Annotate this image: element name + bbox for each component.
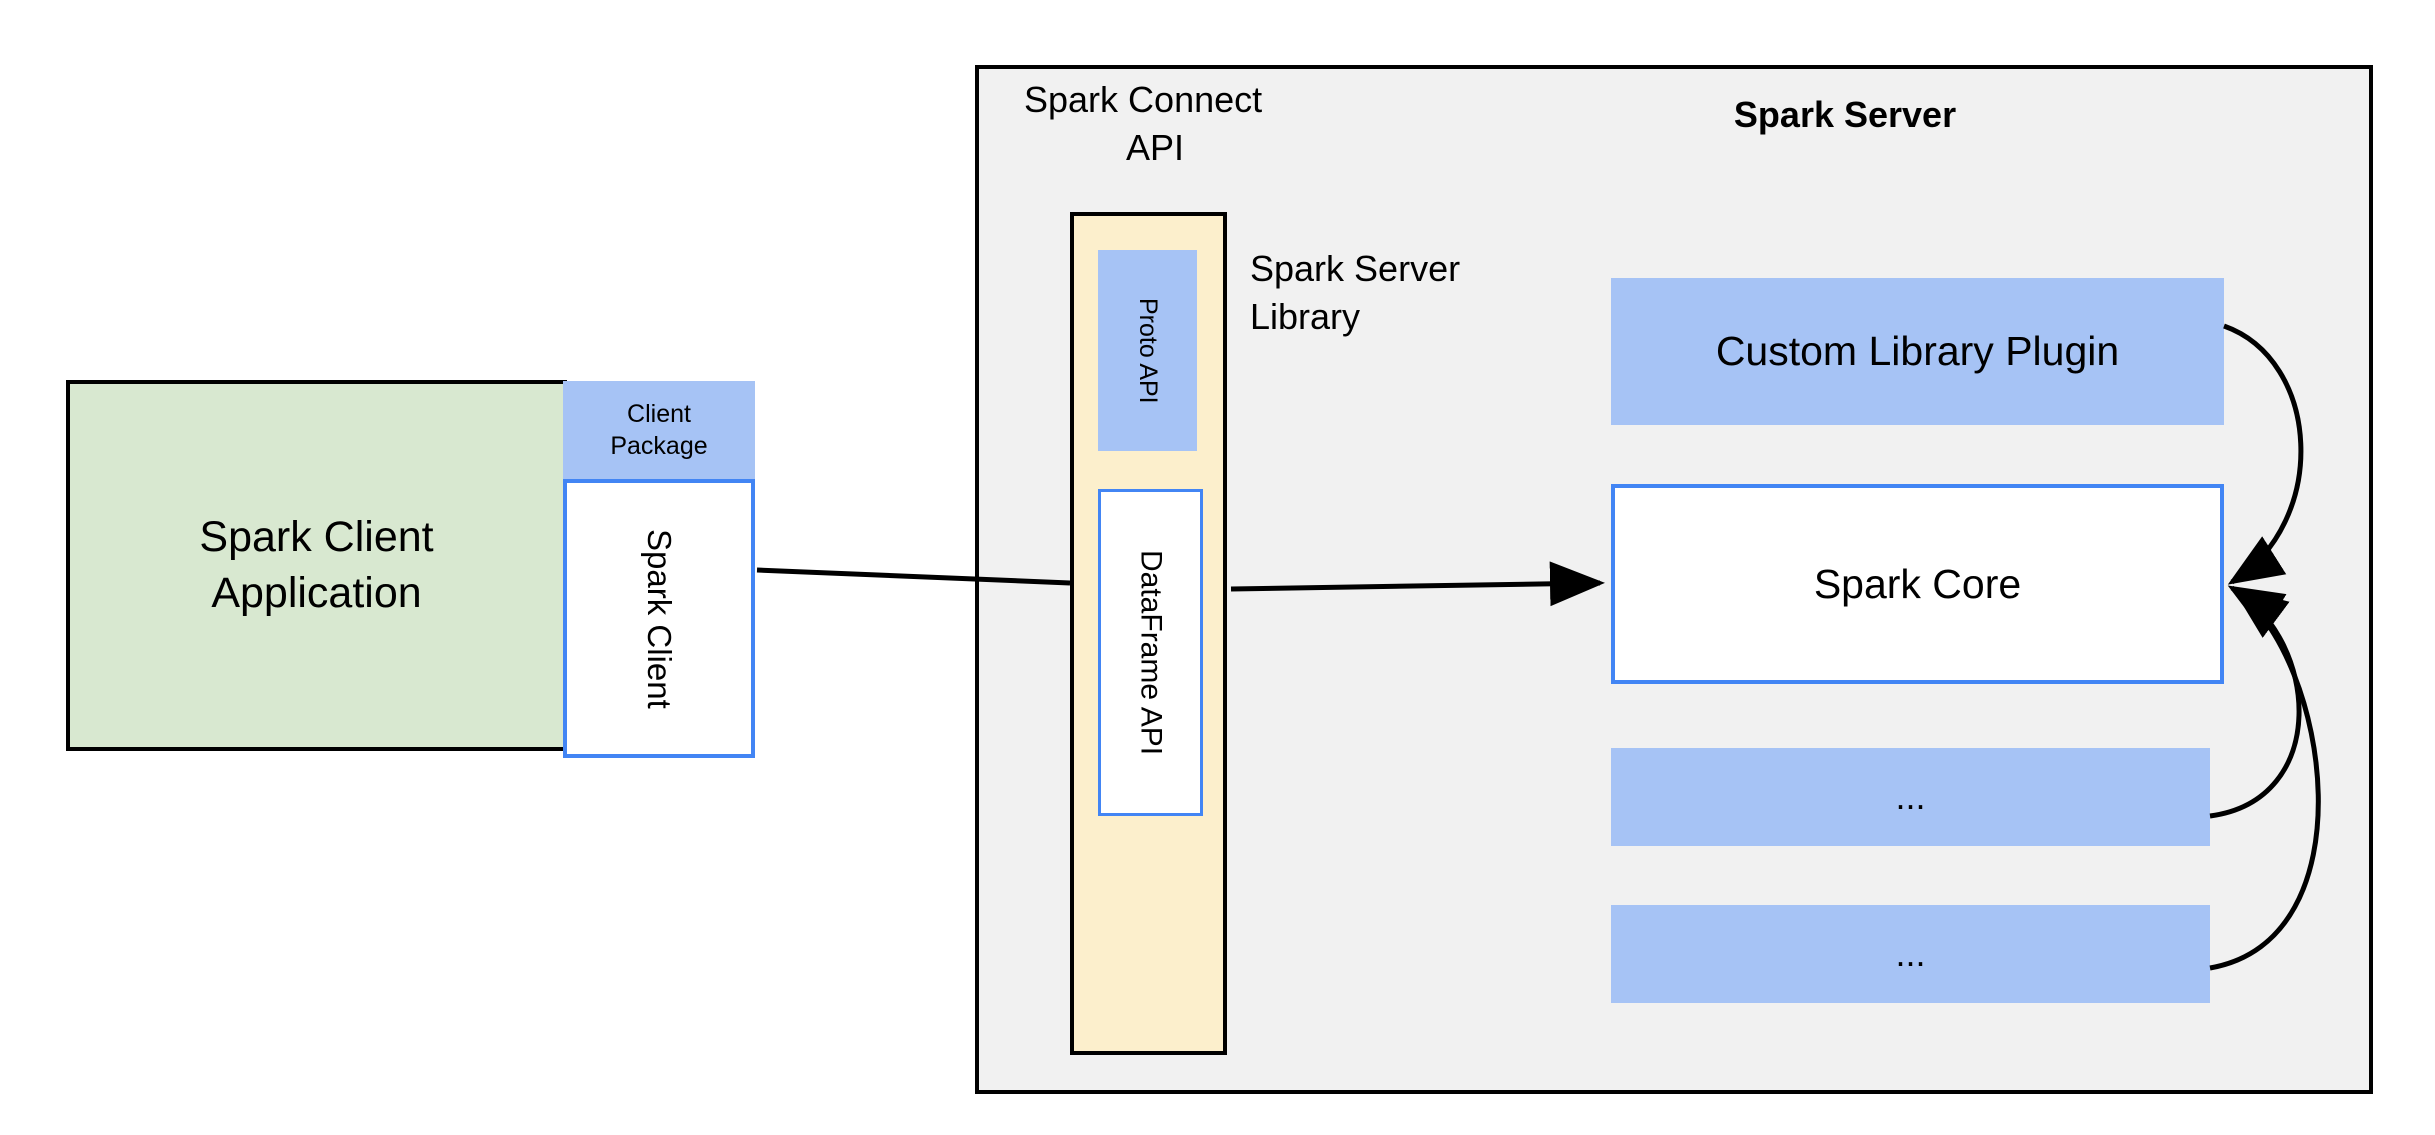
spark-server-library-label-line2: Library xyxy=(1250,295,1361,337)
spark-core-box[interactable]: Spark Core xyxy=(1611,484,2224,684)
spark-client-box[interactable]: Spark Client xyxy=(563,479,755,758)
spark-connect-api-label-line2: API xyxy=(1125,126,1185,168)
spark-connect-api-label-line1: Spark Connect xyxy=(1024,79,1263,120)
spark-client-application-label-line2: Application xyxy=(211,568,422,617)
spark-server-library-label-line1: Spark Server xyxy=(1250,248,1461,289)
spark-connect-api-label: Spark Connect API xyxy=(1010,70,1300,170)
dataframe-api-label: DataFrame API xyxy=(1134,549,1168,756)
custom-library-plugin-box[interactable]: Custom Library Plugin xyxy=(1611,278,2224,425)
ellipsis-box-2[interactable]: ... xyxy=(1611,905,2210,1003)
client-package-label-line1: Client xyxy=(627,399,691,428)
dataframe-api-box[interactable]: DataFrame API xyxy=(1098,489,1203,816)
ellipsis-box-1[interactable]: ... xyxy=(1611,748,2210,846)
client-package-label-line2: Package xyxy=(610,432,708,460)
client-package-box[interactable]: Client Package xyxy=(563,381,755,479)
spark-server-title: Spark Server xyxy=(1733,94,1957,135)
proto-api-label: Proto API xyxy=(1134,297,1162,404)
spark-server-library-label: Spark Server Library xyxy=(1250,245,1540,345)
spark-client-application-box[interactable]: Spark Client Application xyxy=(66,380,567,751)
spark-client-label: Spark Client xyxy=(641,528,678,709)
spark-client-application-label-line1: Spark Client xyxy=(199,513,434,562)
proto-api-box[interactable]: Proto API xyxy=(1098,250,1197,451)
